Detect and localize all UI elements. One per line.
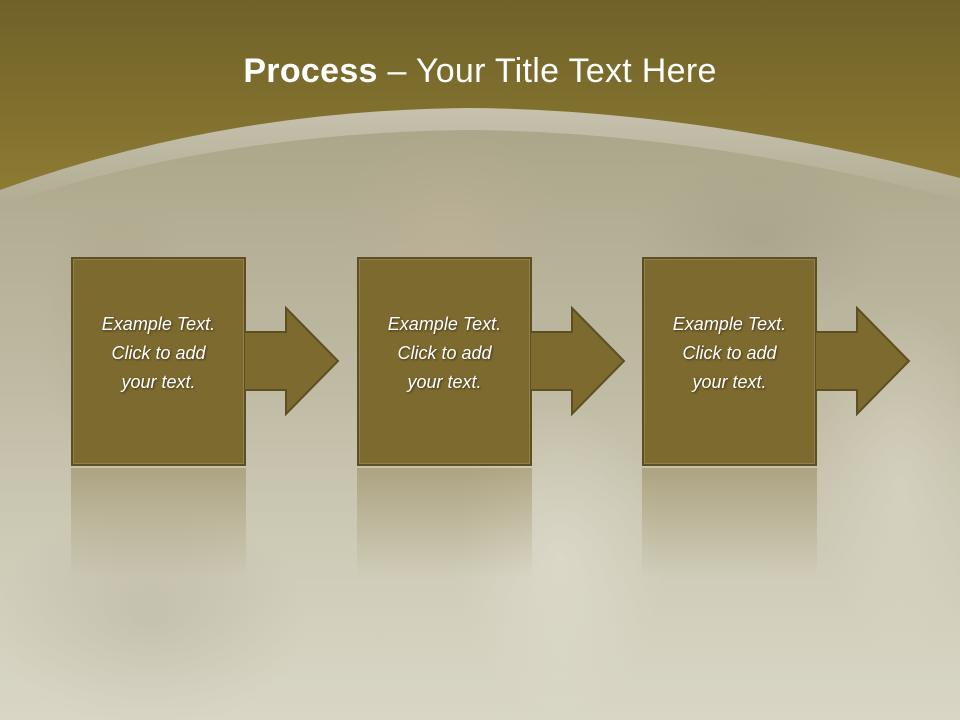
step-3-arrow-icon [815, 306, 911, 416]
step-1-reflection [71, 468, 246, 578]
slide-title[interactable]: Process – Your Title Text Here [0, 52, 960, 91]
header-band [0, 0, 960, 200]
title-bold: Process [243, 52, 378, 90]
step-1-text: Example Text. Click to add your text. [101, 314, 216, 392]
step-2-arrow-icon [530, 306, 626, 416]
step-3-box[interactable]: Example Text. Click to add your text. [642, 257, 817, 466]
step-3-text: Example Text. Click to add your text. [672, 314, 787, 392]
step-3-reflection [642, 468, 817, 578]
step-2-reflection [357, 468, 532, 578]
step-1-arrow-icon [244, 306, 340, 416]
step-2-text: Example Text. Click to add your text. [387, 314, 502, 392]
step-1-box[interactable]: Example Text. Click to add your text. [71, 257, 246, 466]
step-2-box[interactable]: Example Text. Click to add your text. [357, 257, 532, 466]
title-rest: – Your Title Text Here [377, 52, 717, 90]
